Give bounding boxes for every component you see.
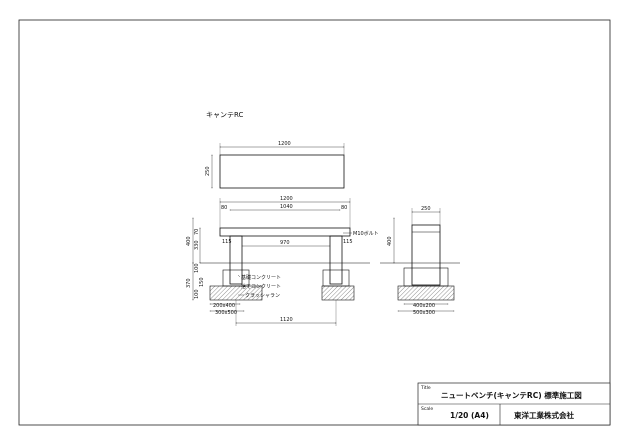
side-footing-upper [403, 267, 449, 287]
front-overall-text: 1200 [280, 196, 293, 202]
side-footing-base [397, 285, 455, 301]
label-crusher-run: クラッシャラン [245, 293, 280, 299]
footing-small-text: 200x400 [213, 303, 235, 309]
title-block: Title ニュートベンチ(キャンテRC) 標準施工図 Scale 1/20 (… [417, 382, 611, 426]
front-height-lower-text: 370 [186, 278, 192, 288]
footing-right-base [321, 285, 355, 301]
label-blinding-concrete: 捨てコンクリート [241, 283, 281, 290]
sheet-frame [18, 19, 611, 426]
title-tag: Title [420, 385, 431, 391]
front-leg-left-text: 115 [222, 239, 232, 245]
side-body [411, 224, 441, 286]
side-height-text: 400 [387, 236, 393, 246]
front-height-total-text: 400 [186, 236, 192, 246]
side-view: 250 400 400x200 500x300 [380, 206, 460, 316]
side-footing-large-text: 500x300 [413, 310, 435, 316]
top-view-depth-text: 250 [205, 166, 211, 176]
top-view-length-text: 1200 [278, 141, 291, 147]
front-height-upper-text: 330 [194, 240, 200, 250]
company-name: 東洋工業株式会社 [514, 410, 574, 420]
front-height-seat-text: 70 [194, 229, 200, 235]
front-leg-right-text: 115 [343, 239, 353, 245]
drawing-title: ニュートベンチ(キャンテRC) 標準施工図 [441, 390, 582, 400]
front-leg-left [229, 235, 243, 285]
front-base-c-text: 100 [194, 289, 200, 299]
top-view-seat [219, 154, 345, 189]
scale-value: 1/20 (A4) [450, 411, 489, 420]
front-base-a-text: 100 [194, 263, 200, 273]
leader [237, 274, 241, 278]
front-view: 1200 1040 80 80 115 115 970 M10ボルト 400 3… [186, 196, 379, 326]
side-width-text: 250 [421, 206, 431, 212]
front-end-left-text: 80 [221, 205, 227, 211]
front-seat [219, 227, 351, 237]
footing-large-text: 300x500 [215, 310, 237, 316]
front-leg-right [329, 235, 343, 285]
top-view: 1200 250 [205, 141, 345, 189]
front-base-b-text: 150 [199, 277, 205, 287]
front-inner-text: 1040 [280, 204, 293, 210]
label-foundation-concrete: 基礎コンクリート [241, 274, 281, 281]
scale-tag: Scale [421, 406, 433, 412]
bolt-note: M10ボルト [353, 230, 379, 237]
front-end-right-text: 80 [341, 205, 347, 211]
front-span-text: 970 [280, 240, 290, 246]
foot-spacing-text: 1120 [280, 317, 293, 323]
product-label: キャンテRC [206, 111, 244, 119]
side-footing-small-text: 400x200 [413, 303, 435, 309]
